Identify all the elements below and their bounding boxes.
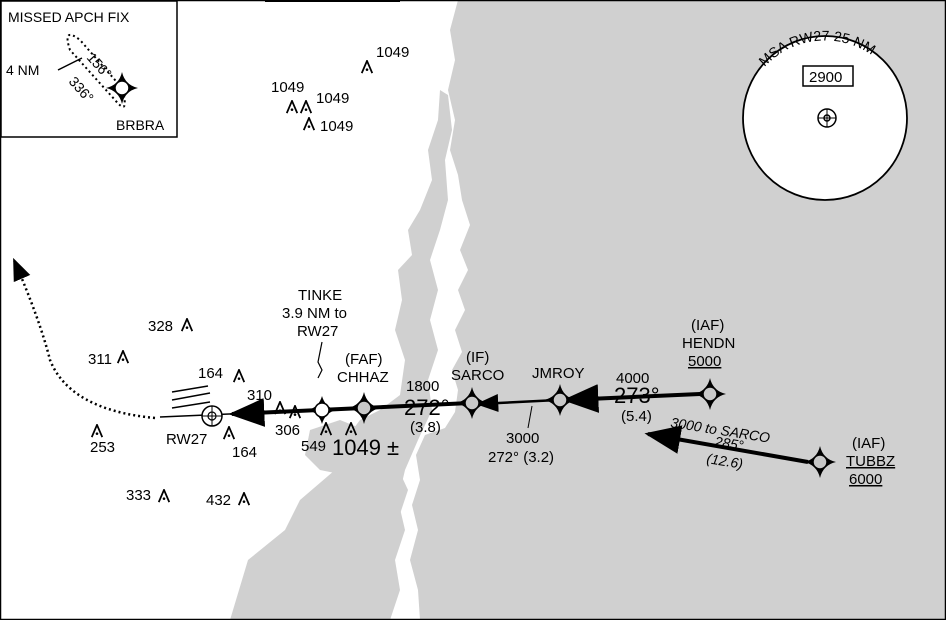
obstacle-1049-b: 1049	[271, 79, 313, 114]
svg-text:328: 328	[148, 318, 173, 335]
obstacle-328: 328	[148, 318, 194, 335]
tubbz-leg-dist: (12.6)	[706, 450, 745, 472]
obstacle-549: 549	[301, 422, 333, 455]
sarco-role: (IF)	[466, 349, 489, 366]
island	[365, 462, 408, 520]
obstacle-306: 306	[275, 405, 302, 439]
hendn-fix-icon	[694, 378, 726, 410]
svg-text:1049: 1049	[376, 44, 409, 61]
svg-text:1049: 1049	[316, 90, 349, 107]
tinke-leader	[317, 341, 323, 379]
svg-text:1049 ±: 1049 ±	[332, 435, 399, 460]
inset-title: MISSED APCH FIX	[8, 9, 130, 25]
obstacle-310: 310	[247, 387, 287, 415]
holding-pattern	[66, 33, 126, 108]
svg-text:1049: 1049	[320, 118, 353, 135]
final-dist: (3.8)	[410, 419, 441, 436]
obstacle-164-a: 164	[198, 365, 246, 383]
obstacle-311: 311	[88, 350, 130, 368]
hendn-alt: 5000	[688, 353, 721, 370]
hendn-role: (IAF)	[691, 317, 724, 334]
svg-text:549: 549	[301, 438, 326, 455]
obstacle-1049-c: 1049	[316, 90, 349, 107]
tubbz-name: TUBBZ	[846, 453, 895, 470]
obstacle-253: 253	[90, 424, 115, 456]
obstacle-1049-d: 1049	[302, 117, 353, 135]
sarco-name: SARCO	[451, 367, 504, 384]
svg-text:164: 164	[198, 365, 223, 382]
tinke-line1: 3.9 NM to	[282, 305, 347, 322]
jmroy-name: JMROY	[532, 365, 585, 382]
jmroy-leader	[527, 405, 533, 429]
tubbz-fix-icon	[804, 446, 836, 478]
hendn-leg-dist: (5.4)	[621, 408, 652, 425]
msa-alt-box	[802, 65, 854, 87]
chhaz-role: (FAF)	[345, 351, 383, 368]
jmroy-leg-alt: 3000	[506, 430, 539, 447]
distance-tick	[57, 57, 83, 71]
obstacle-1049-a: 1049	[360, 44, 409, 74]
svg-text:1049: 1049	[271, 79, 304, 96]
tubbz-role: (IAF)	[852, 435, 885, 452]
hendn-leg-alt: 4000	[616, 370, 649, 387]
runway-lights-icon	[171, 385, 211, 409]
obstacle-333: 333	[126, 487, 171, 504]
tubbz-leg-course: 285°	[713, 433, 745, 454]
chhaz-fix-icon	[348, 392, 380, 424]
tinke-line2: RW27	[297, 323, 338, 340]
inset-fix: BRBRA	[116, 117, 165, 133]
inset-distance: 4 NM	[6, 62, 39, 78]
svg-text:310: 310	[247, 387, 272, 404]
hendn-leg-course: 273°	[614, 383, 660, 408]
obstacle-164-b: 164	[222, 426, 257, 461]
obstacle-432: 432	[206, 492, 251, 509]
tubbz-leg	[644, 425, 809, 464]
brbra-fix-icon	[106, 72, 138, 104]
obstacle-1049-e: 1049 ±	[332, 422, 399, 460]
svg-text:306: 306	[275, 422, 300, 439]
missed-approach-inset	[0, 0, 178, 138]
runway-threshold-icon	[201, 405, 223, 427]
hendn-leg	[562, 384, 701, 413]
hendn-name: HENDN	[682, 335, 735, 352]
jmroy-leg	[475, 393, 559, 412]
svg-text:253: 253	[90, 439, 115, 456]
jmroy-leg-course: 272° (3.2)	[488, 449, 554, 466]
tinke-fix-icon	[308, 396, 336, 424]
msa-altitude: 2900	[809, 69, 842, 86]
airport-center-icon	[817, 108, 837, 128]
svg-text:164: 164	[232, 444, 257, 461]
tinke-name: TINKE	[298, 287, 342, 304]
svg-text:333: 333	[126, 487, 151, 504]
chhaz-name: CHHAZ	[337, 369, 389, 386]
tubbz-alt: 6000	[849, 471, 882, 488]
svg-text:311: 311	[88, 351, 112, 368]
runway-label: RW27	[166, 431, 207, 448]
final-course-label: 272°	[404, 395, 450, 420]
jmroy-fix-icon	[544, 384, 576, 416]
svg-text:432: 432	[206, 492, 231, 509]
missed-approach-path	[12, 257, 156, 420]
final-alt: 1800	[406, 378, 439, 395]
sarco-fix-icon	[456, 387, 488, 419]
